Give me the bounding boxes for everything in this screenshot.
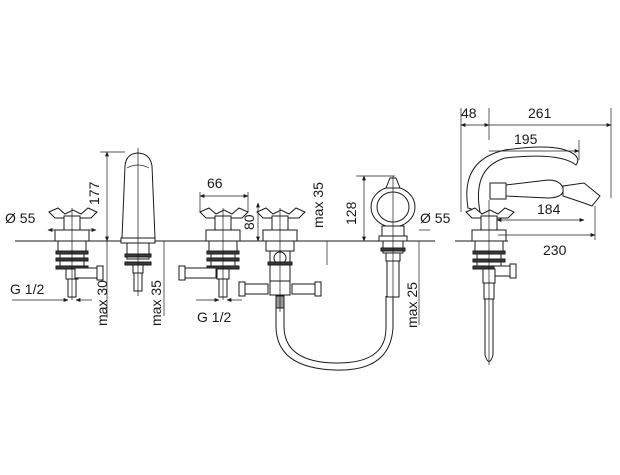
dim-spout-height: 177 <box>86 181 102 205</box>
spout <box>120 148 156 296</box>
dim-side-total: 261 <box>528 105 552 121</box>
dim-valve-width: 66 <box>207 175 223 191</box>
hose <box>275 296 394 371</box>
dim-diameter-left: Ø 55 <box>5 210 36 226</box>
dim-diverter-max: max 35 <box>310 182 326 228</box>
dim-side-handle: 184 <box>537 201 561 217</box>
dim-handset-max: max 25 <box>404 282 420 328</box>
dim-spout-max-right: max 35 <box>148 280 164 326</box>
dim-side-reach: 195 <box>514 131 538 147</box>
dim-handset-height: 128 <box>343 201 359 225</box>
cross-handle-valve-left <box>48 207 104 300</box>
dim-side-offset: 48 <box>461 105 477 121</box>
dimension-lines <box>12 108 612 325</box>
dim-diameter-right: Ø 55 <box>420 210 451 226</box>
dim-valve-height: 80 <box>241 214 257 230</box>
diverter-valve <box>238 207 322 312</box>
side-view-assembly <box>465 146 601 365</box>
dim-thread-center: G 1/2 <box>197 309 231 325</box>
dim-side-length: 230 <box>543 242 567 258</box>
dim-spout-max-left: max 30 <box>94 280 110 326</box>
cross-handle-valve-center <box>178 207 249 300</box>
hand-shower-holder <box>370 176 416 300</box>
dim-thread-left: G 1/2 <box>10 281 44 297</box>
